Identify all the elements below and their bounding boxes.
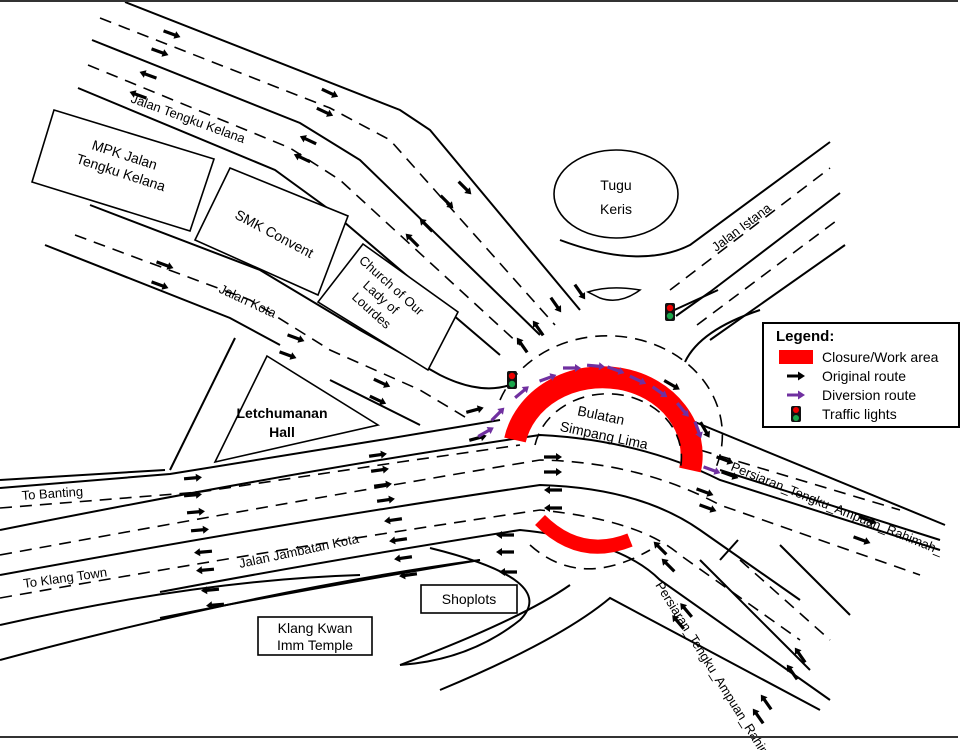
legend-item-diversion: Diversion route — [776, 385, 958, 404]
legend: Legend: Closure/Work area Original route… — [762, 322, 960, 428]
legend-label: Original route — [822, 367, 907, 384]
black-arrow — [695, 485, 715, 499]
label-to-banting: To Banting — [21, 484, 83, 503]
black-arrow — [650, 538, 670, 558]
black-arrow — [544, 504, 562, 512]
black-arrow — [320, 85, 340, 101]
legend-item-traffic-lights: Traffic lights — [776, 404, 958, 423]
black-arrow — [150, 45, 170, 59]
black-arrow — [372, 375, 392, 391]
black-arrow — [698, 501, 718, 515]
purple-arrow — [702, 463, 722, 477]
purple-arrow — [476, 424, 496, 440]
black-arrow — [190, 525, 210, 535]
black-arrow — [783, 662, 801, 682]
building-shoplots: Shoplots — [420, 584, 518, 614]
black-arrow — [496, 548, 514, 556]
black-arrow — [195, 565, 215, 575]
black-arrow — [455, 178, 475, 198]
road-jalan-jambatan-kota — [0, 419, 941, 701]
label-persiaran-south: Persiaran_Tengku_Ampuan_Rahimah — [652, 579, 781, 750]
tugu-label-line1: Tugu — [600, 177, 631, 193]
closure-swatch-icon — [779, 349, 813, 364]
black-arrow — [544, 468, 562, 476]
purple-arrow-icon — [787, 390, 805, 399]
black-arrow — [658, 555, 678, 575]
building-smk-convent: SMK Convent — [193, 166, 350, 297]
traffic-light-jalan-istana — [665, 289, 719, 321]
black-arrow — [383, 514, 403, 526]
building-mpk: MPK Jalan Tengku Kelana — [31, 109, 216, 232]
hall-label-line1: Letchumanan — [236, 405, 327, 421]
label-jalan-kota: Jalan Kota — [217, 281, 280, 321]
building-temple: Klang Kwan Imm Temple — [257, 616, 373, 656]
black-arrow — [183, 473, 203, 483]
legend-label: Traffic lights — [822, 405, 897, 422]
black-arrow — [513, 335, 531, 355]
black-arrow — [544, 486, 562, 494]
black-arrow-icon — [787, 371, 805, 380]
roundabout-closure — [499, 334, 724, 570]
legend-item-original: Original route — [776, 366, 958, 385]
legend-item-closure: Closure/Work area — [776, 347, 958, 366]
black-arrow — [370, 464, 390, 476]
black-arrow — [292, 150, 312, 166]
black-arrow — [193, 547, 213, 557]
label-jalan-jambatan-kota: Jalan Jambatan Kota — [238, 531, 361, 571]
black-arrow — [162, 27, 182, 41]
black-arrow — [373, 479, 393, 491]
legend-title: Legend: — [776, 328, 835, 345]
black-arrow — [138, 68, 158, 82]
black-arrow — [852, 533, 872, 547]
black-arrow — [278, 348, 298, 362]
building-letchumanan-hall: Letchumanan Hall — [213, 354, 381, 464]
traffic-light-icon — [791, 405, 801, 422]
black-arrow — [376, 494, 396, 506]
tugu-keris: Tugu Keris — [553, 149, 679, 239]
road-persiaran-east — [684, 309, 946, 561]
building-church: Church of Our Lady of Lourdes — [316, 242, 460, 372]
hall-label-line2: Hall — [269, 424, 295, 440]
black-arrow — [298, 132, 318, 148]
black-arrow — [547, 295, 565, 315]
black-arrow — [186, 507, 206, 517]
label-persiaran-east: Persiaran_Tengku_Ampuan_Rahimah_ — [729, 459, 946, 558]
road-jalan-istana — [559, 141, 846, 341]
tugu-label-line2: Keris — [600, 201, 632, 217]
black-arrow — [393, 552, 413, 564]
traffic-light-jalan-kota — [507, 371, 517, 389]
black-arrow — [757, 692, 775, 712]
legend-label: Diversion route — [822, 386, 917, 403]
shoplots-label: Shoplots — [442, 591, 496, 607]
black-arrow — [155, 258, 175, 272]
temple-label-line2: Imm Temple — [277, 637, 353, 653]
black-arrow — [571, 282, 589, 302]
legend-label: Closure/Work area — [822, 348, 939, 365]
black-arrow — [388, 534, 408, 546]
road-persiaran-south — [399, 544, 851, 711]
black-arrow — [465, 403, 485, 417]
temple-label-line1: Klang Kwan — [278, 620, 353, 636]
